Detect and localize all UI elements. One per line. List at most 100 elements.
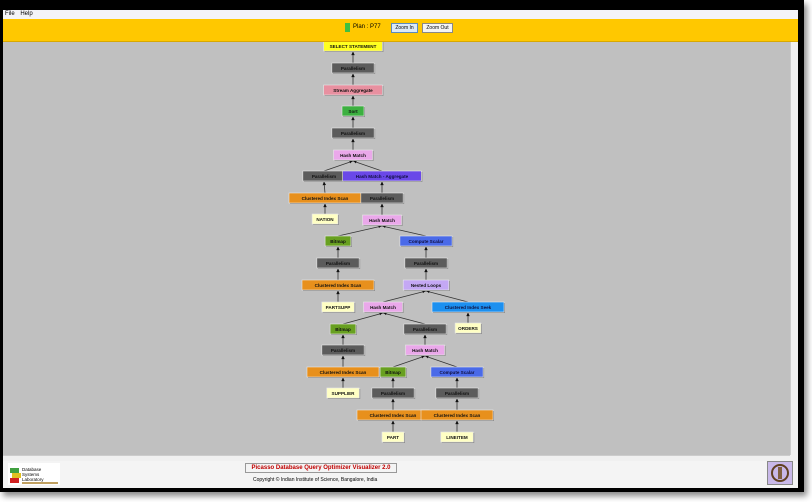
plan-node-parallelism[interactable]: Parallelism xyxy=(302,170,347,182)
arrow-head-icon xyxy=(455,398,459,403)
plan-node-label: Compute Scalar xyxy=(409,239,444,244)
plan-node-stream[interactable]: Stream Aggregate xyxy=(323,84,384,96)
plan-node-bitmap[interactable]: Bitmap xyxy=(329,323,357,335)
plan-node-parallelism[interactable]: Parallelism xyxy=(360,192,405,204)
arrow-head-icon xyxy=(351,73,355,78)
plan-node-label: Nested Loops xyxy=(411,283,442,288)
plan-node-scan[interactable]: Clustered Index Scan xyxy=(420,409,494,421)
plan-node-label: SUPPLIER xyxy=(332,391,356,396)
horizontal-scrollbar[interactable] xyxy=(3,455,790,461)
copyright-text: Copyright © Indian Institute of Science,… xyxy=(253,477,378,483)
plan-node-parallelism[interactable]: Parallelism xyxy=(404,257,449,269)
plan-node-seek[interactable]: Clustered Index Seek xyxy=(431,301,505,313)
arrow-head-icon xyxy=(351,95,355,100)
plan-node-label: Hash Match xyxy=(369,218,395,223)
svg-text:Laboratory: Laboratory xyxy=(22,477,44,482)
arrow-head-icon xyxy=(424,268,428,273)
plan-node-parallelism[interactable]: Parallelism xyxy=(316,257,361,269)
plan-node-label: Parallelism xyxy=(370,196,394,201)
plan-node-label: Bitmap xyxy=(335,327,351,332)
plan-node-hash[interactable]: Hash Match xyxy=(362,214,403,226)
plan-node-label: Sort xyxy=(348,109,358,114)
arrow-head-icon xyxy=(391,377,395,382)
app-title-button[interactable]: Picasso Database Query Optimizer Visuali… xyxy=(245,463,397,473)
plan-node-parallelism[interactable]: Parallelism xyxy=(403,323,448,335)
plan-node-hash[interactable]: Hash Match xyxy=(363,301,404,313)
dsl-logo: Database Systems Laboratory xyxy=(8,463,60,485)
arrow-head-icon xyxy=(351,138,355,143)
plan-node-sort[interactable]: Sort xyxy=(341,105,365,117)
plan-node-bitmap[interactable]: Bitmap xyxy=(324,235,352,247)
plan-edge xyxy=(337,225,383,237)
plan-node-compute[interactable]: Compute Scalar xyxy=(430,366,485,378)
plan-node-loops[interactable]: Nested Loops xyxy=(402,279,450,291)
menu-file[interactable]: File xyxy=(5,11,15,17)
arrow-head-icon xyxy=(341,377,345,382)
plan-edge xyxy=(425,290,469,303)
plan-node-label: Parallelism xyxy=(341,66,365,71)
arrow-head-icon xyxy=(380,181,384,186)
plan-node-parallelism[interactable]: Parallelism xyxy=(371,387,416,399)
plan-node-label: Clustered Index Scan xyxy=(302,196,349,201)
arrow-head-icon xyxy=(341,355,345,360)
arrow-head-icon xyxy=(322,181,327,186)
plan-node-label: Parallelism xyxy=(341,131,365,136)
plan-node-label: Parallelism xyxy=(381,391,405,396)
arrow-head-icon xyxy=(351,116,355,121)
plan-node-label: Stream Aggregate xyxy=(333,88,373,93)
plan-node-label: Parallelism xyxy=(326,261,350,266)
app-window: File Help Plan : P77 Zoom In Zoom Out SE… xyxy=(3,10,798,488)
plan-node-label: ORDERS xyxy=(458,326,478,331)
plan-node-label: Compute Scalar xyxy=(440,370,475,375)
plan-node-label: Parallelism xyxy=(414,261,438,266)
zoom-in-button[interactable]: Zoom In xyxy=(391,23,418,33)
vertical-scrollbar[interactable] xyxy=(790,42,798,455)
plan-node-table[interactable]: PART xyxy=(381,431,405,443)
plan-node-label: Clustered Index Scan xyxy=(370,413,417,418)
plan-node-scan[interactable]: Clustered Index Scan xyxy=(356,409,430,421)
plan-node-scan[interactable]: Clustered Index Scan xyxy=(301,279,375,291)
toolbar: Plan : P77 Zoom In Zoom Out xyxy=(3,19,798,42)
plan-node-hash[interactable]: Hash Match xyxy=(333,149,374,161)
plan-node-parallelism[interactable]: Parallelism xyxy=(435,387,480,399)
menu-help[interactable]: Help xyxy=(20,11,33,17)
plan-node-table[interactable]: ORDERS xyxy=(454,322,482,334)
plan-edge xyxy=(381,225,427,237)
plan-node-scan[interactable]: Clustered Index Scan xyxy=(306,366,380,378)
zoom-out-button[interactable]: Zoom Out xyxy=(422,23,453,33)
plan-node-scan[interactable]: Clustered Index Scan xyxy=(288,192,362,204)
plan-node-label: Parallelism xyxy=(445,391,469,396)
plan-node-parallelism[interactable]: Parallelism xyxy=(321,344,366,356)
plan-node-table[interactable]: LINEITEM xyxy=(440,431,475,443)
plan-node-label: Hash Match - Aggregate xyxy=(356,174,409,179)
plan-node-table[interactable]: PARTSUPP xyxy=(321,301,356,313)
plan-node-label: Parallelism xyxy=(413,327,437,332)
plan-node-hashagg[interactable]: Hash Match - Aggregate xyxy=(342,170,423,182)
arrow-head-icon xyxy=(466,312,470,317)
plan-node-label: Bitmap xyxy=(385,370,401,375)
plan-color-swatch xyxy=(345,23,350,32)
plan-node-select[interactable]: SELECT STATEMENT xyxy=(323,42,384,52)
plan-node-label: SELECT STATEMENT xyxy=(330,44,377,49)
plan-node-compute[interactable]: Compute Scalar xyxy=(399,235,454,247)
plan-node-parallelism[interactable]: Parallelism xyxy=(331,62,376,74)
plan-node-label: Clustered Index Scan xyxy=(320,370,367,375)
arrow-head-icon xyxy=(351,51,355,56)
arrow-head-icon xyxy=(323,203,327,208)
plan-node-table[interactable]: SUPPLIER xyxy=(326,387,361,399)
plan-node-label: Hash Match xyxy=(370,305,396,310)
plan-node-bitmap[interactable]: Bitmap xyxy=(379,366,407,378)
plan-node-label: PART xyxy=(387,435,399,440)
svg-text:Database: Database xyxy=(22,467,42,472)
arrow-head-icon xyxy=(391,420,395,425)
footer: Database Systems Laboratory Picasso Data… xyxy=(3,461,798,488)
plan-node-parallelism[interactable]: Parallelism xyxy=(331,127,376,139)
arrow-head-icon xyxy=(424,246,428,251)
plan-node-table[interactable]: NATION xyxy=(311,213,339,225)
plan-node-label: LINEITEM xyxy=(446,435,468,440)
arrow-head-icon xyxy=(380,203,384,208)
plan-node-hash[interactable]: Hash Match xyxy=(405,344,446,356)
plan-node-label: Parallelism xyxy=(331,348,355,353)
